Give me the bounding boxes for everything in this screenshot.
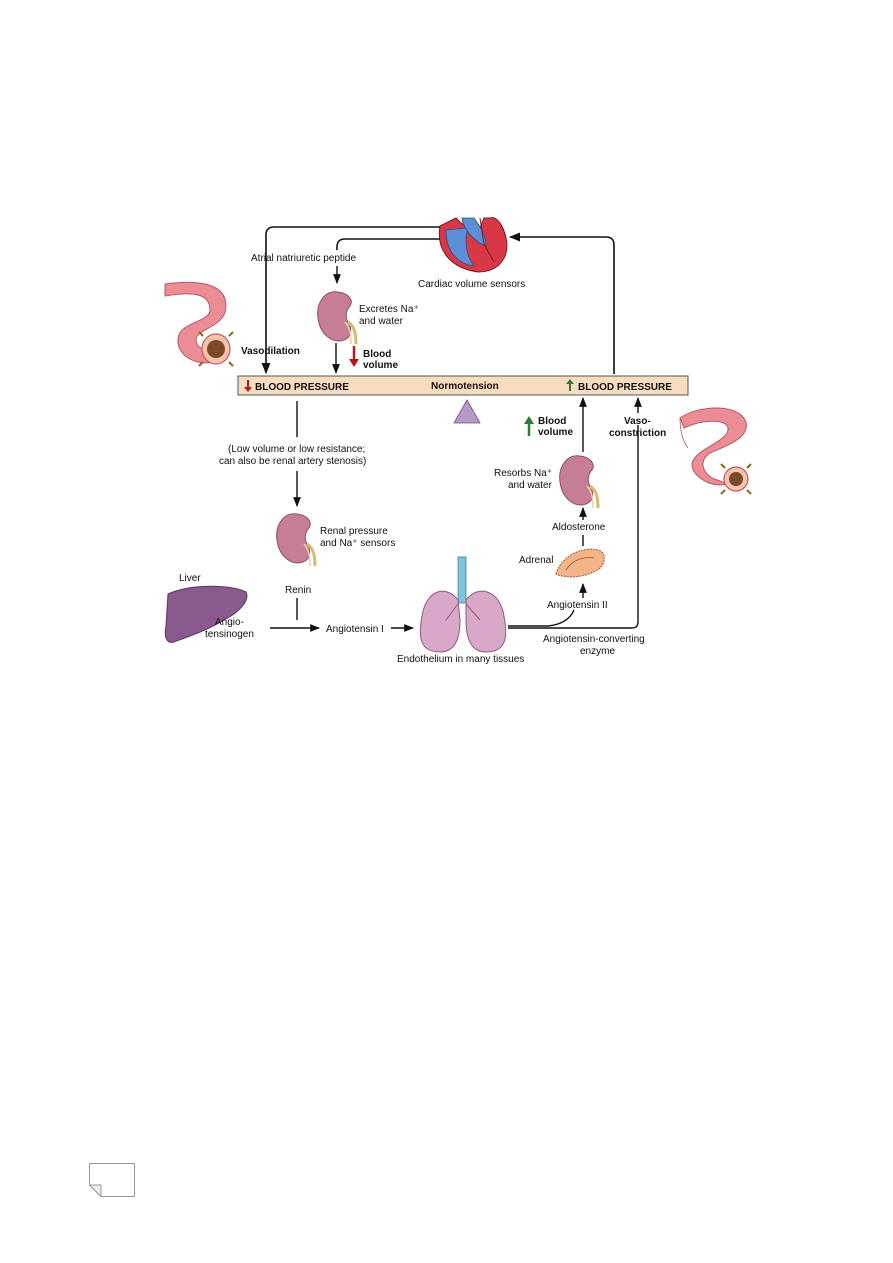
blood-volume-down-line2: volume xyxy=(363,360,398,371)
angiotensin-1-label: Angiotensin I xyxy=(326,624,384,635)
lungs-icon xyxy=(419,556,507,653)
up-arrow-icon xyxy=(524,416,534,436)
blood-volume-up-line1: Blood xyxy=(538,416,566,427)
angiotensinogen-line2: tensinogen xyxy=(205,629,254,640)
down-arrow-icon xyxy=(349,346,359,367)
cardiac-volume-sensors-label: Cardiac volume sensors xyxy=(418,279,525,290)
endothelium-label: Endothelium in many tissues xyxy=(397,654,524,665)
arrow-lungs-to-angiotensin-2 xyxy=(508,609,575,627)
adrenal-label: Adrenal xyxy=(519,555,553,566)
kidney-icon xyxy=(275,512,317,568)
low-volume-note-line2: can also be renal artery stenosis) xyxy=(219,456,366,467)
aldosterone-label: Aldosterone xyxy=(552,522,606,533)
excretes-label-line1: Excretes Na⁺ xyxy=(359,304,419,315)
anp-label: Atrial natriuretic peptide xyxy=(251,253,356,264)
bar-center-label: Normotension xyxy=(431,381,499,392)
ace-line1: Angiotensin-converting xyxy=(543,634,645,645)
artery-icon xyxy=(164,281,234,367)
bar-right-label: BLOOD PRESSURE xyxy=(578,382,672,393)
renal-sensors-line2: and Na⁺ sensors xyxy=(320,538,395,549)
resorbs-line2: and water xyxy=(508,480,553,491)
page-corner-icon xyxy=(89,1163,135,1197)
up-arrow-icon xyxy=(566,379,574,391)
low-volume-note-line1: (Low volume or low resistance; xyxy=(228,444,365,455)
vasoconstriction-line1: Vaso- xyxy=(624,416,651,427)
liver-icon xyxy=(164,585,248,643)
arrow-heart-to-anp xyxy=(336,238,440,250)
ace-line2: enzyme xyxy=(580,646,615,657)
arrow-bp-up-to-heart xyxy=(508,232,615,374)
kidney-icon xyxy=(558,454,600,510)
renin-label: Renin xyxy=(285,585,311,596)
fulcrum-triangle xyxy=(453,399,481,424)
excretes-label-line2: and water xyxy=(359,316,404,327)
adrenal-icon xyxy=(555,548,605,578)
blood-volume-up-line2: volume xyxy=(538,427,573,438)
renal-sensors-line1: Renal pressure xyxy=(320,526,388,537)
kidney-icon xyxy=(316,290,358,346)
resorbs-line1: Resorbs Na⁺ xyxy=(494,468,552,479)
down-arrow-icon xyxy=(244,380,252,392)
artery-icon xyxy=(679,407,752,495)
arrow-heart-to-vasodilation xyxy=(261,226,440,375)
angiotensinogen-line1: Angio- xyxy=(215,617,244,628)
angiotensin-2-label: Angiotensin II xyxy=(547,600,608,611)
blood-pressure-bar: BLOOD PRESSURE Normotension BLOOD PRESSU… xyxy=(237,375,689,424)
vasodilation-label: Vasodilation xyxy=(241,346,300,357)
bar-left-label: BLOOD PRESSURE xyxy=(255,382,349,393)
bar-background xyxy=(237,375,689,396)
vasoconstriction-line2: constriction xyxy=(609,428,666,439)
liver-label: Liver xyxy=(179,573,201,584)
blood-volume-down-line1: Blood xyxy=(363,349,391,360)
line-lungs-to-vasoconstriction xyxy=(508,425,639,629)
heart-icon xyxy=(438,217,508,273)
